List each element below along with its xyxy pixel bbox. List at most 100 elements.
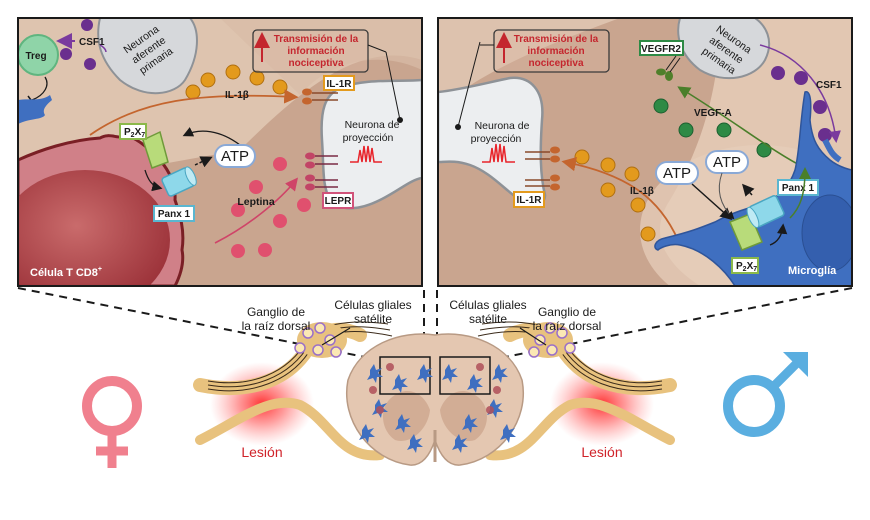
left-panx1-channel [161, 166, 197, 197]
lepr-badge [322, 192, 354, 209]
right-panx1-label: Panx 1 [782, 183, 815, 194]
il1b-molecule [185, 84, 201, 100]
il1b-molecule [640, 226, 656, 242]
il1b-molecule [630, 197, 646, 213]
leptin-molecule [297, 198, 311, 212]
male-symbol-icon [723, 352, 808, 437]
left-drg-label-2: la raíz dorsal [242, 319, 311, 333]
treg-cell [18, 34, 59, 76]
treg-label: Treg [25, 51, 46, 62]
right-csf1-label: CSF1 [816, 80, 842, 91]
leptin-molecule [231, 244, 245, 258]
right-nerve [477, 321, 677, 461]
left-nerve [193, 321, 393, 461]
left-panel: Neurona aferente primaria Neurona de pro… [17, 17, 423, 287]
microglia-nucleus [801, 194, 852, 272]
leptin-label: Leptina [237, 196, 274, 208]
right-il1r-badge [513, 191, 545, 208]
il1b-molecule [200, 72, 216, 88]
il1b-molecule [225, 64, 241, 80]
il1b-molecule [272, 79, 288, 95]
right-p2x7-badge [731, 257, 759, 274]
left-lesion-label: Lesión [241, 444, 282, 460]
left-afferent-neuron [97, 18, 198, 95]
right-il1b-label: IL-1β [630, 186, 654, 197]
right-drg-label-1: Ganglio de [538, 305, 596, 319]
vegfa-molecule [678, 122, 694, 138]
right-lesion-label: Lesión [581, 444, 622, 460]
right-il1r-label: IL-1R [517, 195, 543, 206]
leptin-molecule [249, 180, 263, 194]
leptin-molecule [273, 157, 287, 171]
right-atp-label-1: ATP [663, 165, 691, 182]
left-action-potential-icon [350, 145, 382, 163]
right-panel-border [437, 17, 853, 287]
left-atp-badge [214, 144, 256, 168]
csf1-molecule [81, 19, 93, 31]
svg-text:Célula T CD8+: Célula T CD8+ [30, 266, 102, 279]
right-p2x7-channel [729, 213, 763, 251]
csf1-molecule [813, 100, 827, 114]
right-panx1-badge [777, 179, 819, 196]
vegfr2-label: VEGFR2 [641, 44, 681, 55]
csf1-molecule [60, 48, 72, 60]
right-atp-label-2: ATP [713, 154, 741, 171]
microglia-label: Microglía [788, 265, 837, 277]
right-panel: Neurona aferente primaria Neurona de pro… [437, 17, 853, 287]
left-atp-label: ATP [221, 148, 249, 165]
vegfa-label: VEGF-A [694, 108, 732, 119]
lepr-label: LEPR [325, 196, 352, 207]
t-cell-nucleus [18, 170, 170, 286]
left-microglia-small [18, 95, 52, 124]
right-callout-line-2: información [527, 46, 584, 57]
il1b-molecule [600, 157, 616, 173]
right-satellite-label-1: Células gliales [449, 298, 526, 312]
right-atp-badge-2 [705, 150, 749, 174]
right-panx1-channel [746, 195, 785, 229]
il1b-molecule [624, 166, 640, 182]
right-projection-label-1: Neurona de [475, 120, 530, 132]
vegfa-molecule [716, 122, 732, 138]
left-panx1-label: Panx 1 [158, 209, 191, 220]
right-drg-label-2: la raíz dorsal [533, 319, 602, 333]
left-satellite-label-2: satélite [354, 312, 392, 326]
vegfa-molecule [756, 142, 772, 158]
right-action-potential-icon [482, 143, 515, 163]
left-il1b-label: IL-1β [225, 90, 249, 101]
il1b-molecule [249, 70, 265, 86]
left-callout-line-1: Transmisión de la [274, 34, 359, 45]
right-p2x7-p: P [736, 261, 743, 272]
svg-text:P2X7: P2X7 [736, 261, 757, 273]
left-projection-label-2: proyección [343, 132, 394, 144]
left-p2x7-badge [119, 123, 147, 140]
leptin-molecule [231, 203, 245, 217]
t-cell-superscript: + [98, 266, 102, 273]
t-cell-label: Célula T CD8 [30, 267, 98, 279]
right-projection-label-2: proyección [471, 133, 522, 145]
left-il1r-badge [323, 75, 355, 91]
female-symbol-icon [82, 376, 142, 468]
left-callout-line-2: información [287, 46, 344, 57]
leptin-molecule [273, 214, 287, 228]
svg-text:P2X7: P2X7 [124, 127, 145, 139]
vegfa-molecule [653, 98, 669, 114]
left-panx1-badge [153, 205, 195, 222]
left-panel-border [17, 17, 423, 287]
zoom-guides [17, 287, 853, 361]
vegfr2-badge [639, 40, 684, 56]
left-satellite-label-1: Células gliales [334, 298, 411, 312]
il1b-molecule [600, 182, 616, 198]
right-nociceptive-callout [493, 29, 610, 73]
left-p2x7-p: P [124, 127, 131, 138]
left-csf1-label: CSF1 [79, 37, 105, 48]
left-drg-label-1: Ganglio de [247, 305, 305, 319]
il1b-molecule [574, 149, 590, 165]
csf1-molecule [818, 128, 832, 142]
csf1-molecule [771, 66, 785, 80]
leptin-molecule [258, 243, 272, 257]
left-nociceptive-callout [252, 29, 369, 73]
left-projection-neuron [320, 78, 422, 210]
right-satellite-label-2: satélite [469, 312, 507, 326]
spinal-cord [346, 333, 524, 466]
